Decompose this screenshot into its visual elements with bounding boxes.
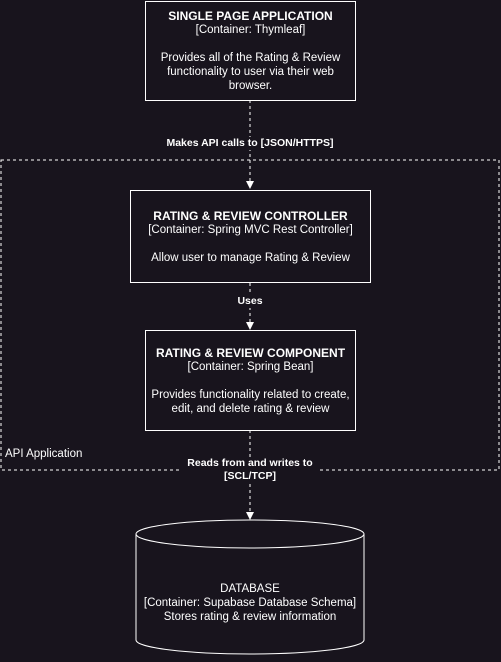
spa-desc-line3: browser. bbox=[228, 80, 273, 92]
component-node: RATING & REVIEW COMPONENT [Container: Sp… bbox=[145, 330, 356, 431]
database-node: DATABASE [Container: Supabase Database S… bbox=[136, 582, 364, 624]
database-subtitle: [Container: Supabase Database Schema] bbox=[143, 597, 357, 609]
database-cylinder bbox=[135, 519, 365, 655]
controller-desc-line1: Allow user to manage Rating & Review bbox=[151, 251, 350, 264]
controller-title: RATING & REVIEW CONTROLLER bbox=[153, 208, 348, 223]
edge-label-component-to-database-line1: Reads from and writes to bbox=[187, 457, 313, 469]
component-title: RATING & REVIEW COMPONENT bbox=[155, 345, 346, 360]
database-title: DATABASE bbox=[220, 583, 280, 595]
component-subtitle: [Container: Spring Bean] bbox=[187, 360, 314, 373]
spa-title: SINGLE PAGE APPLICATION bbox=[168, 9, 333, 23]
boundary-label: API Application bbox=[5, 448, 83, 460]
edge-label-controller-to-component: Uses bbox=[233, 295, 267, 308]
spa-subtitle: [Container: Thymleaf] bbox=[195, 24, 306, 36]
spa-desc-line2: functionality to user via their web bbox=[167, 66, 334, 78]
spa-desc-line1: Provides all of the Rating & Review bbox=[160, 52, 341, 64]
component-desc-line2: edit, and delete rating & review bbox=[171, 402, 330, 415]
edge-label-component-to-database: Reads from and writes to [SCL/TCP] bbox=[180, 457, 320, 483]
controller-node: RATING & REVIEW CONTROLLER [Container: S… bbox=[130, 190, 371, 283]
spa-node: SINGLE PAGE APPLICATION [Container: Thym… bbox=[145, 1, 356, 101]
edge-label-component-to-database-line2: [SCL/TCP] bbox=[224, 470, 276, 482]
controller-subtitle: [Container: Spring MVC Rest Controller] bbox=[148, 223, 353, 236]
database-desc-line1: Stores rating & review information bbox=[163, 611, 337, 623]
component-desc-line1: Provides functionality related to create… bbox=[151, 388, 350, 401]
edge-label-spa-to-controller: Makes API calls to [JSON/HTTPS] bbox=[158, 137, 342, 150]
